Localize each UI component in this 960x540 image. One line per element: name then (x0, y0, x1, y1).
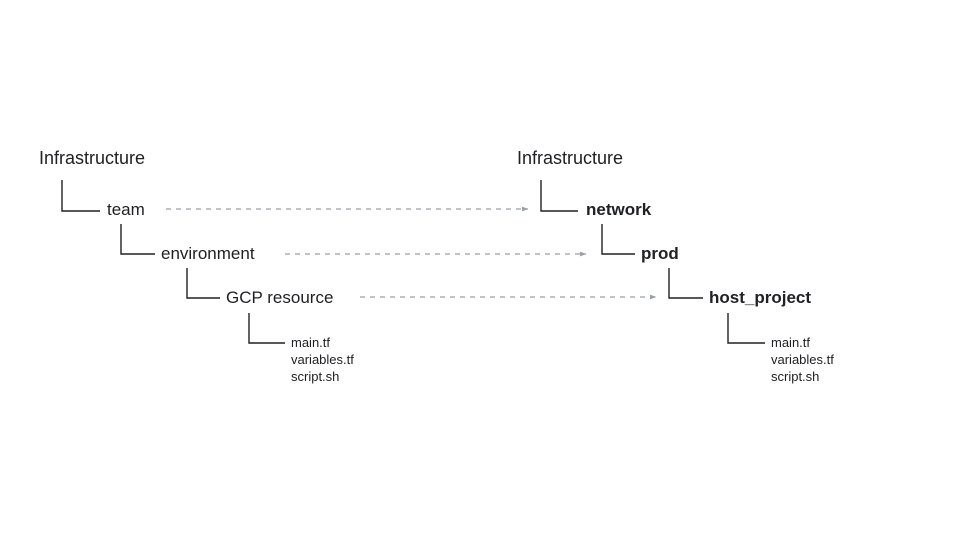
right-tree-host-project-label: host_project (709, 288, 812, 307)
list-item: script.sh (291, 369, 340, 384)
left-tree-file-list: main.tf variables.tf script.sh (291, 334, 354, 385)
left-elbow-team-to-environment (120, 224, 155, 255)
left-elbow-gcp-resource-to-files (248, 313, 285, 344)
list-item: variables.tf (771, 352, 834, 367)
right-tree-file-list: main.tf variables.tf script.sh (771, 334, 834, 385)
right-elbow-root-to-network (540, 180, 578, 212)
left-tree-environment-label: environment (161, 244, 255, 263)
left-tree-team-label: team (107, 200, 145, 219)
left-tree-gcp-resource-label: GCP resource (226, 288, 334, 307)
left-tree-root-label: Infrastructure (39, 148, 146, 168)
right-tree-prod-label: prod (641, 244, 679, 263)
right-tree-root-label: Infrastructure (517, 148, 624, 168)
left-elbow-environment-to-gcp-resource (186, 268, 220, 299)
list-item: variables.tf (291, 352, 354, 367)
list-item: main.tf (291, 335, 331, 350)
right-elbow-host-project-to-files (727, 313, 765, 344)
left-elbow-root-to-team (61, 180, 100, 212)
list-item: main.tf (771, 335, 811, 350)
right-elbow-prod-to-host-project (668, 268, 703, 299)
right-tree-network-label: network (586, 200, 652, 219)
right-elbow-network-to-prod (601, 224, 635, 255)
list-item: script.sh (771, 369, 820, 384)
